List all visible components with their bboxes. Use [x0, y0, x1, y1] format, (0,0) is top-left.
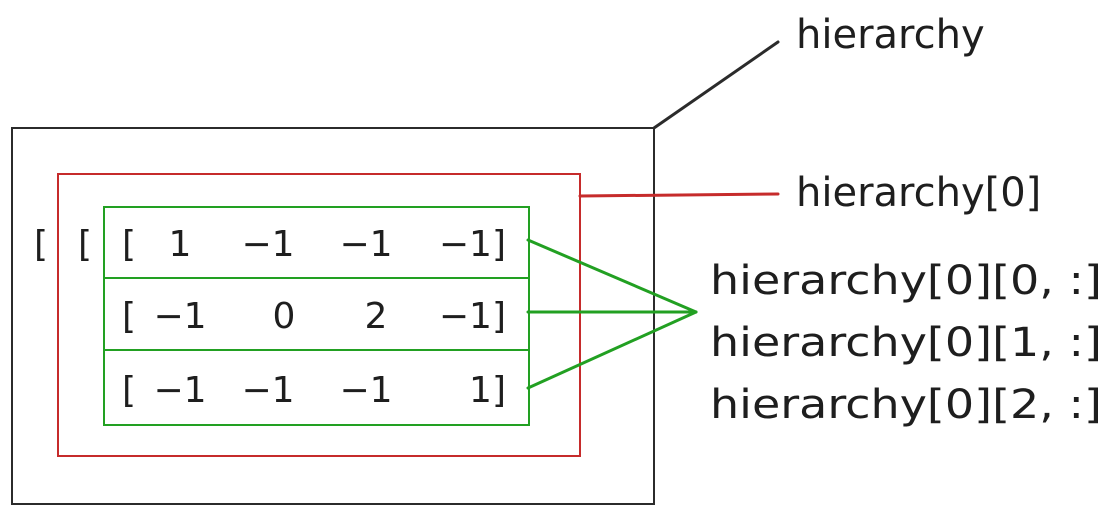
level0-box — [57, 173, 581, 457]
cell-1-2: 2 — [365, 296, 388, 337]
row-connector-0 — [526, 238, 698, 314]
hierarchy-connector — [652, 40, 780, 130]
cell-1-3: −1] — [439, 296, 506, 337]
cell-2-0: −1 — [153, 370, 206, 411]
row-2-open-bracket: [ — [122, 370, 136, 411]
label-hierarchy0: hierarchy[0] — [796, 170, 1041, 216]
level0-open-bracket: [ — [78, 224, 92, 265]
cell-0-1: −1 — [241, 224, 294, 265]
cell-1-1: 0 — [273, 296, 296, 337]
outer-box — [11, 127, 655, 505]
row-1-open-bracket: [ — [122, 296, 136, 337]
label-row-0: hierarchy[0][0, :] — [710, 258, 1102, 304]
level0-connector — [578, 192, 780, 198]
label-hierarchy: hierarchy — [796, 12, 985, 58]
outer-open-bracket: [ — [34, 224, 48, 265]
row-connector-2 — [526, 310, 698, 390]
cell-0-0: 1 — [169, 224, 192, 265]
cell-0-3: −1] — [439, 224, 506, 265]
cell-2-1: −1 — [241, 370, 294, 411]
cell-1-0: −1 — [153, 296, 206, 337]
cell-0-2: −1 — [339, 224, 392, 265]
cell-2-3: 1] — [469, 370, 506, 411]
cell-2-2: −1 — [339, 370, 392, 411]
label-row-2: hierarchy[0][2, :] — [710, 382, 1102, 428]
label-row-1: hierarchy[0][1, :] — [710, 320, 1102, 366]
row-0-open-bracket: [ — [122, 224, 136, 265]
